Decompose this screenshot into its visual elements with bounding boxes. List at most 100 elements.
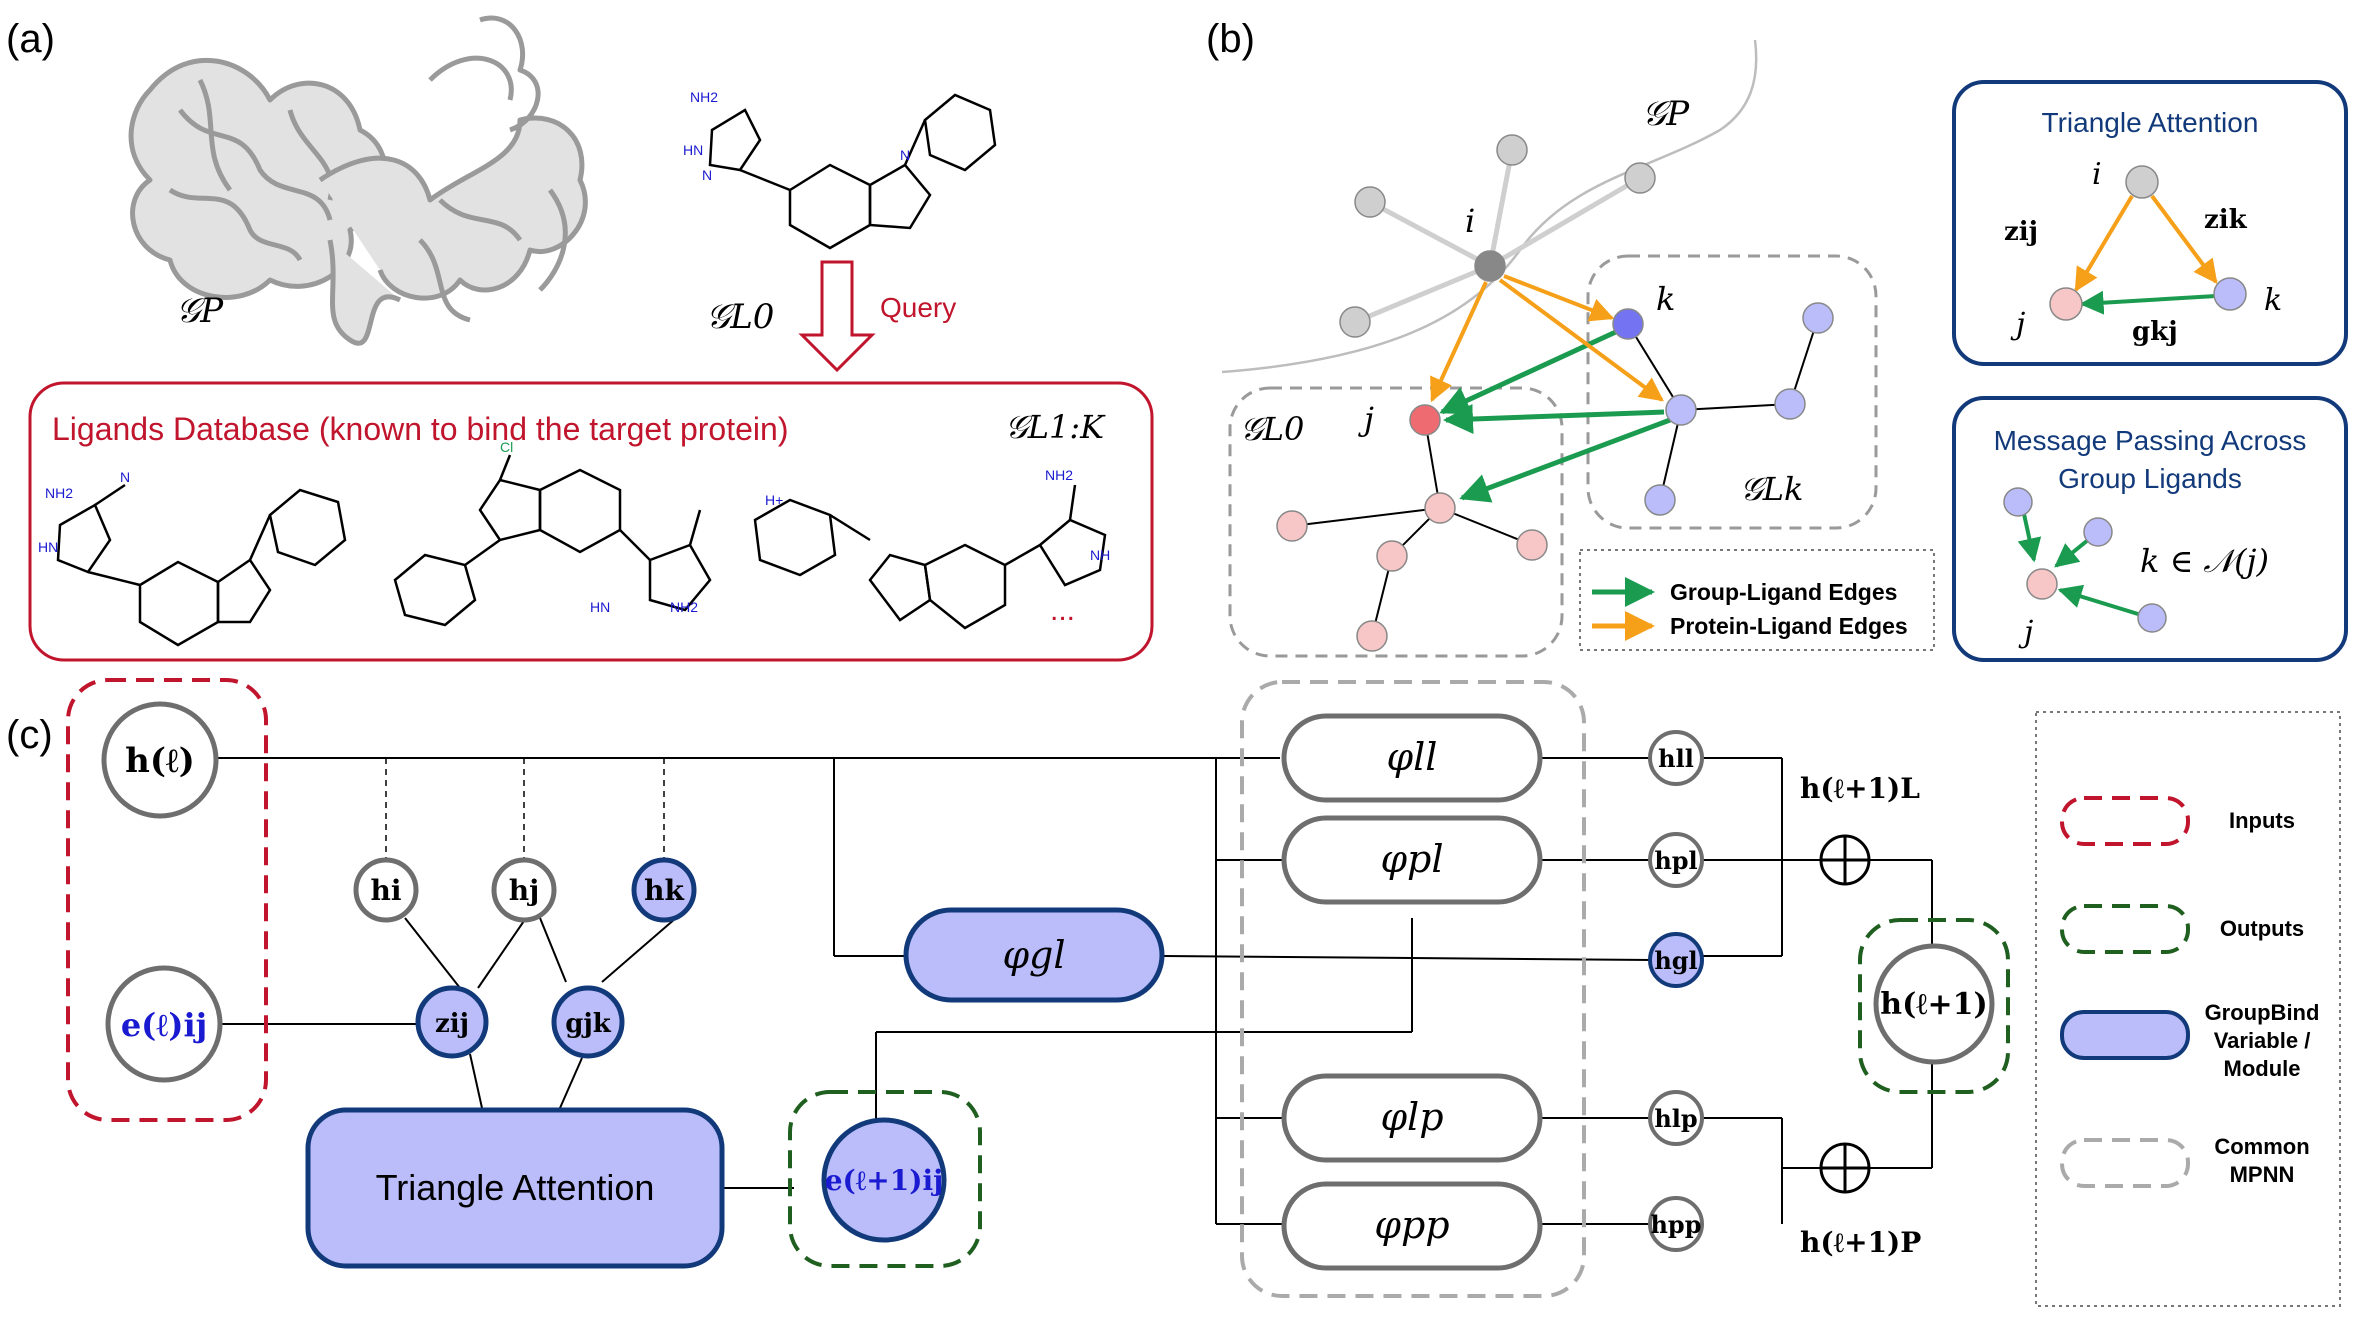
phi-pl-module xyxy=(1281,815,1543,905)
node-output-group xyxy=(1858,918,2010,1094)
group-ligand-edges xyxy=(1439,327,1671,503)
h-L-next-label: h(ℓ+1)L xyxy=(1800,772,1920,805)
mp-node-j xyxy=(2026,568,2058,600)
h-gl-label: hgl xyxy=(1654,946,1697,975)
tri-edge-gkj xyxy=(2079,290,2217,315)
mp-edge-2 xyxy=(2054,538,2090,568)
tri-i-label: i xyxy=(2092,157,2102,192)
tri-gkj-label: gkj xyxy=(2132,317,2178,347)
mp-edge-3 xyxy=(2057,584,2139,616)
h-l-node xyxy=(101,701,219,819)
legend-groupbind-line2: Variable / xyxy=(2214,1028,2311,1053)
panel-label-b: (b) xyxy=(1206,17,1255,61)
legend-outputs-label: Outputs xyxy=(2220,916,2304,941)
g-jk-node xyxy=(551,985,625,1059)
phi-gl-module xyxy=(903,907,1165,1003)
legend-group-label: Group-Ligand Edges xyxy=(1670,579,1897,605)
h-next-node xyxy=(1873,943,1995,1065)
query-label: Query xyxy=(880,292,956,323)
e-ij-next-label: e(ℓ+1)ij xyxy=(825,1164,944,1197)
mp-node-c xyxy=(2137,603,2167,633)
db-atom-nh2-3: NH2 xyxy=(1045,467,1073,483)
node-j-label: j xyxy=(1358,400,1374,438)
db-atom-nh2-2: NH2 xyxy=(670,599,698,615)
phi-gl-label: φgl xyxy=(1002,933,1065,977)
h-ll-node xyxy=(1648,730,1704,786)
tri-zik-label: zik xyxy=(2204,205,2248,235)
triangle-attention-title: Triangle Attention xyxy=(2042,107,2259,138)
db-atom-hn-1: HN xyxy=(38,539,58,555)
legend-common-line2: MPNN xyxy=(2230,1162,2295,1187)
legend-groupbind-line3: Module xyxy=(2224,1056,2301,1081)
phi-pl-label: φpl xyxy=(1380,837,1443,881)
atom-n-indole: N xyxy=(900,147,910,163)
ligand-l0-structure xyxy=(708,93,997,250)
graph-nodes xyxy=(1276,134,1834,652)
panel-label-a: (a) xyxy=(6,17,55,61)
message-passing-panel xyxy=(1952,396,2348,662)
z-ij-node xyxy=(415,985,489,1059)
phi-pp-module xyxy=(1281,1181,1543,1271)
protein-edges xyxy=(1354,149,1642,325)
panel-label-c: (c) xyxy=(6,713,53,757)
module-legend-box xyxy=(2035,711,2341,1307)
mp-j-label: j xyxy=(2018,615,2033,650)
h-ll-label: hll xyxy=(1658,744,1694,773)
tri-node-k xyxy=(2213,277,2247,311)
h-pl-label: hpl xyxy=(1654,846,1697,875)
ligand-l0-group-box xyxy=(1228,386,1564,658)
triangle-attention-panel xyxy=(1952,80,2348,366)
protein-ligand-edges xyxy=(1430,274,1664,403)
e-ij-l-node xyxy=(105,965,223,1083)
tri-j-label: j xyxy=(2010,307,2025,342)
phi-pp-label: φpp xyxy=(1374,1203,1449,1247)
ligand0-graph-label: 𝒢L0 xyxy=(706,297,774,337)
h-lp-label: hlp xyxy=(1654,1104,1697,1133)
mp-edge-1 xyxy=(2017,513,2042,563)
legend-inputs-swatch xyxy=(2060,796,2190,846)
protein-graph-label: 𝒢P xyxy=(176,291,224,331)
tri-node-j xyxy=(2049,287,2083,321)
db-atom-hn-2: HN xyxy=(590,599,610,615)
legend-groupbind-swatch xyxy=(2060,1010,2190,1060)
triangle-attention-module xyxy=(305,1107,725,1269)
mp-title-line1: Message Passing Across xyxy=(1994,425,2307,456)
e-ij-next-node xyxy=(821,1117,947,1243)
g-jk-label: gjk xyxy=(565,1009,612,1039)
protein-structure xyxy=(128,15,588,346)
node-k-label: k xyxy=(1656,280,1675,318)
h-l-label: h(ℓ) xyxy=(125,741,195,781)
tri-node-i xyxy=(2125,165,2159,199)
tri-k-label: k xyxy=(2264,283,2282,318)
legend-protein-label: Protein-Ligand Edges xyxy=(1670,613,1908,639)
db-atom-hplus: H+ xyxy=(765,492,783,508)
db-atom-n-1: N xyxy=(120,469,130,485)
graph-l0-label: 𝒢L0 xyxy=(1240,410,1304,448)
graph-p-label: 𝒢P xyxy=(1642,94,1690,134)
h-P-next-label: h(ℓ+1)P xyxy=(1800,1226,1921,1259)
query-arrow xyxy=(798,260,876,373)
mp-formula: k ∈ 𝒩(j) xyxy=(2140,542,2269,580)
tri-zij-label: zij xyxy=(2004,217,2038,247)
database-ellipsis: ... xyxy=(1050,594,1075,627)
h-lp-node xyxy=(1648,1090,1704,1146)
connection-lines xyxy=(206,757,1933,1225)
h-i-label: hi xyxy=(371,874,402,907)
legend-common-line1: Common xyxy=(2214,1134,2309,1159)
mp-title-line2: Group Ligands xyxy=(2058,463,2242,494)
edge-legend-box xyxy=(1579,549,1935,651)
e-ij-l-label: e(ℓ)ij xyxy=(121,1006,207,1044)
database-graph-label: 𝒢L1:K xyxy=(1005,408,1106,446)
atom-n: N xyxy=(702,167,712,183)
ligands-database-box xyxy=(28,381,1154,662)
db-atom-nh: NH xyxy=(1090,547,1110,563)
h-gl-node xyxy=(1648,932,1704,988)
node-i-label: i xyxy=(1465,202,1475,240)
ligand-lk-group-box xyxy=(1586,254,1878,530)
h-k-node xyxy=(631,857,697,923)
h-j-label: hj xyxy=(509,874,540,907)
inputs-group xyxy=(66,678,268,1122)
legend-groupbind-line1: GroupBind xyxy=(2205,1000,2320,1025)
protein-boundary-curve xyxy=(1221,39,1758,374)
